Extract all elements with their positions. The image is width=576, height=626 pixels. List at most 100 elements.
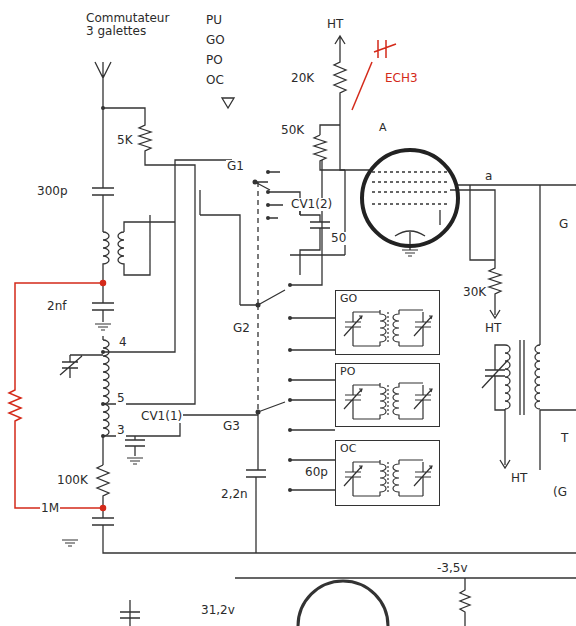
node-label: PO (339, 366, 356, 378)
schematic-stroke (344, 460, 432, 496)
schematic-stroke (334, 50, 372, 170)
schematic-stroke (118, 215, 175, 275)
schematic-stroke (62, 540, 78, 546)
schematic-label: 100K (56, 474, 89, 487)
coil-box: GO (335, 290, 440, 355)
schematic-label: 2,2n (220, 488, 249, 501)
schematic-stroke (505, 345, 510, 409)
contacts (101, 106, 292, 492)
schematic-label: HT (326, 18, 344, 31)
schematic-stroke (9, 283, 103, 508)
schematic-stroke (288, 488, 292, 492)
node-label: GO (339, 293, 358, 305)
schematic-stroke (127, 458, 143, 464)
schematic-stroke (535, 345, 540, 409)
schematic-label: G1 (226, 160, 245, 173)
schematic-label: 300p (36, 185, 69, 198)
schematic-label: a (484, 170, 493, 183)
schematic-stroke (288, 458, 292, 462)
schematic-label: 3 (116, 424, 126, 437)
schematic-label: 60p (304, 466, 329, 479)
schematic-label: 5K (116, 134, 134, 147)
schematic-label: 50 (330, 232, 347, 245)
schematic-stroke (103, 232, 109, 283)
schematic-stroke (101, 281, 106, 286)
schematic-label: PU (205, 14, 223, 27)
schematic-stroke (253, 180, 258, 185)
tube-ech3: A (360, 120, 460, 248)
node-label: OC (339, 443, 357, 455)
tube-outline (360, 120, 460, 248)
tube-envelope (362, 150, 458, 246)
schematic-stroke (352, 62, 372, 110)
schematic-stroke (300, 200, 330, 275)
schematic-stroke (288, 398, 292, 402)
schematic-stroke (266, 190, 270, 194)
coil-box: PO (335, 363, 440, 427)
schematic-label: T (560, 432, 569, 445)
schematic-stroke (335, 36, 345, 50)
schematic-stroke (372, 172, 448, 204)
schematic-label: CV1(2) (290, 198, 333, 211)
schematic-stroke (402, 250, 418, 256)
schematic-stroke (288, 428, 292, 432)
schematic-stroke (455, 185, 576, 470)
schematic-stroke (92, 62, 114, 232)
schematic-stroke (101, 506, 106, 511)
schematic-stroke (344, 310, 432, 346)
schematic-stroke (101, 402, 105, 406)
schematic-stroke (101, 106, 105, 110)
schematic-label: CV1(1) (140, 410, 183, 423)
schematic-stroke (266, 216, 270, 220)
schematic-label: G (558, 218, 569, 231)
schematic-stroke (256, 410, 261, 415)
schematic-stroke (120, 578, 576, 626)
schematic-stroke (288, 283, 292, 287)
schematic-stroke (101, 434, 105, 438)
schematic-stroke (266, 170, 270, 174)
schematic-stroke (470, 185, 495, 260)
schematic-label: G2 (232, 322, 251, 335)
wires (60, 36, 576, 626)
schematic-label: Commutateur 3 galettes (85, 12, 179, 38)
schematic-label: (G (552, 486, 568, 499)
schematic-stroke (125, 436, 145, 456)
schematic-label: 1M (40, 502, 60, 515)
schematic-stroke (298, 581, 388, 626)
schematic-label: 20K (290, 72, 315, 85)
schematic-stroke (482, 340, 524, 468)
schematic-stroke (288, 316, 292, 320)
schematic-stroke (266, 203, 270, 207)
schematic-label: 31,2v (200, 604, 236, 617)
schematic-stroke (288, 348, 292, 352)
schematic-label: 4 (118, 336, 128, 349)
schematic-label: -3,5v (436, 562, 469, 575)
schematic-stroke (101, 350, 105, 354)
schematic-label: OC (205, 74, 225, 87)
schematic-stroke (222, 98, 234, 108)
schematic-label: 5 (116, 392, 126, 405)
schematic-stroke (92, 465, 576, 553)
schematic-label: GO (205, 34, 226, 47)
schematic-stroke (256, 303, 261, 308)
schematic-label: 2nf (46, 300, 67, 313)
schematic-stroke (200, 160, 335, 380)
schematic-stroke (257, 182, 258, 412)
schematic-label: G3 (222, 420, 241, 433)
schematic-label: ECH3 (384, 72, 419, 85)
schematic-stroke (60, 355, 103, 378)
schematic-stroke (344, 383, 432, 419)
schematic-label: PO (205, 54, 224, 67)
schematic-label: 30K (462, 286, 487, 299)
schematic-stroke (103, 108, 195, 190)
schematic-stroke (95, 324, 111, 330)
schematic-stroke (92, 283, 114, 340)
schematic-stroke (103, 160, 258, 436)
schematic-stroke (288, 378, 292, 382)
schematic-label: 50K (280, 124, 305, 137)
schematic-stroke (374, 40, 396, 58)
node-label: A (378, 122, 388, 134)
schematic-label: HT (510, 472, 528, 485)
